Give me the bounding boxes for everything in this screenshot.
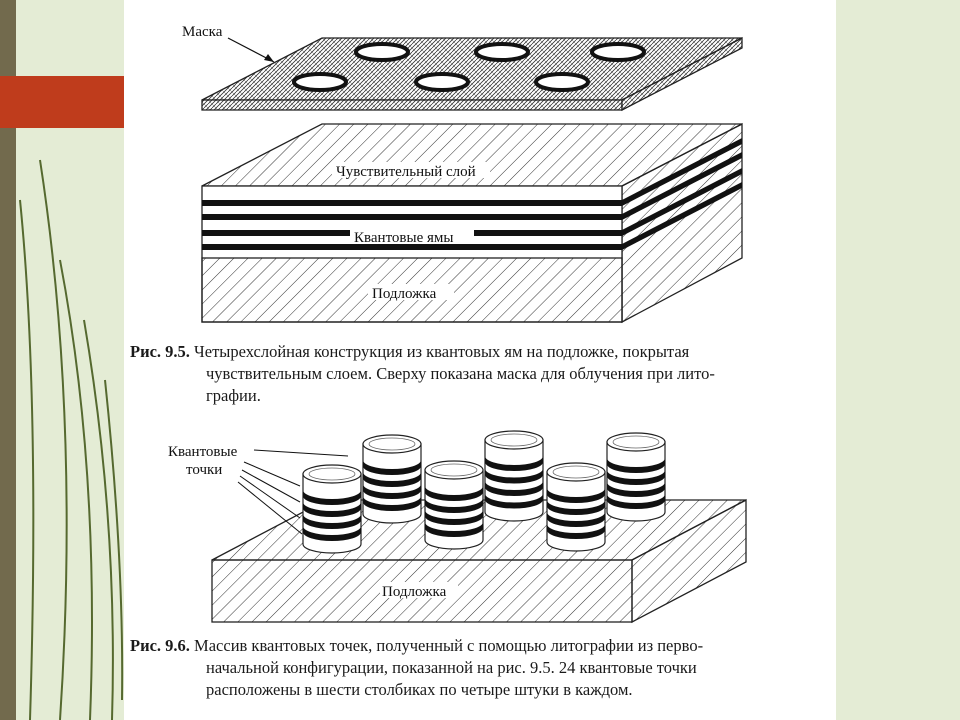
quantum-dot-column — [484, 430, 544, 522]
quantum-dot-column — [606, 432, 666, 522]
quantum-dot — [363, 472, 421, 487]
quantum-dot — [425, 522, 483, 537]
quantum-dot — [363, 496, 421, 511]
caption1-line2: чувствительным слоем. Сверху показана ма… — [206, 364, 715, 383]
quantum-dot — [363, 460, 421, 475]
quantum-dot — [607, 482, 665, 497]
quantum-dot-column — [302, 464, 362, 554]
caption2-line2: начальной конфигурации, показанной на ри… — [206, 658, 697, 677]
left-dark-band — [0, 0, 16, 720]
mask-plate — [201, 36, 743, 112]
mask-label: Маска — [182, 24, 223, 40]
background-decoration — [19, 159, 124, 720]
quantum-dot — [547, 524, 605, 539]
quantum-dots-label-line1: Квантовые — [168, 444, 238, 460]
substrate-label-2: Подложка — [382, 584, 447, 600]
sensitive-label-bg — [332, 162, 490, 178]
quantum-dot — [485, 481, 543, 496]
quantum-dot — [485, 468, 543, 484]
quantum-dot — [425, 498, 483, 513]
quantum-dot — [607, 470, 665, 485]
quantum-dot — [607, 458, 665, 473]
quantum-dot-column — [424, 460, 484, 550]
sensitive-layer-label: Чувствительный слой — [336, 164, 476, 180]
quantum-dot-columns — [302, 430, 666, 554]
figure-diagram: Маска Чувствительный слой Квантовые ямы — [168, 24, 747, 624]
substrate-label: Подложка — [372, 286, 437, 302]
caption2-line1: Массив квантовых точек, полученный с пом… — [194, 636, 704, 655]
substrate2-label-bg — [380, 582, 458, 598]
quantum-dot — [547, 500, 605, 515]
caption1-line1: Четырехслойная конструкция из квантовых … — [194, 342, 690, 361]
caption1-number: Рис. 9.5. — [130, 342, 190, 361]
wells-label-bg — [350, 228, 474, 244]
quantum-dot — [485, 493, 543, 509]
quantum-dot — [303, 514, 361, 529]
quantum-dot — [607, 494, 665, 509]
quantum-dots-arrows — [237, 449, 349, 535]
caption2-number: Рис. 9.6. — [130, 636, 190, 655]
figure-9-6-caption: Рис. 9.6. Массив квантовых точек, получе… — [130, 635, 830, 701]
caption2-line3: расположены в шести столбиках по четыре … — [206, 680, 633, 699]
quantum-dot — [303, 490, 361, 505]
layered-block — [201, 122, 743, 324]
title-accent-tab — [0, 76, 124, 128]
substrate-label-bg — [368, 284, 454, 300]
quantum-dot — [485, 456, 543, 471]
quantum-dot — [547, 488, 605, 503]
quantum-dot — [425, 510, 483, 525]
caption1-line3: графии. — [206, 386, 261, 405]
quantum-dots-label-line2: точки — [186, 462, 222, 478]
quantum-dot — [363, 484, 421, 499]
figure-9-5-caption: Рис. 9.5. Четырехслойная конструкция из … — [130, 341, 830, 407]
quantum-dot-column — [546, 462, 606, 552]
quantum-dot — [547, 512, 605, 527]
quantum-dot — [303, 502, 361, 517]
quantum-dot-column — [362, 434, 422, 524]
quantum-wells-label: Квантовые ямы — [354, 230, 453, 246]
mask-holes — [292, 42, 646, 92]
quantum-dot — [425, 486, 483, 501]
quantum-dot — [303, 526, 361, 541]
figure-sheet: Маска Чувствительный слой Квантовые ямы — [124, 0, 836, 720]
